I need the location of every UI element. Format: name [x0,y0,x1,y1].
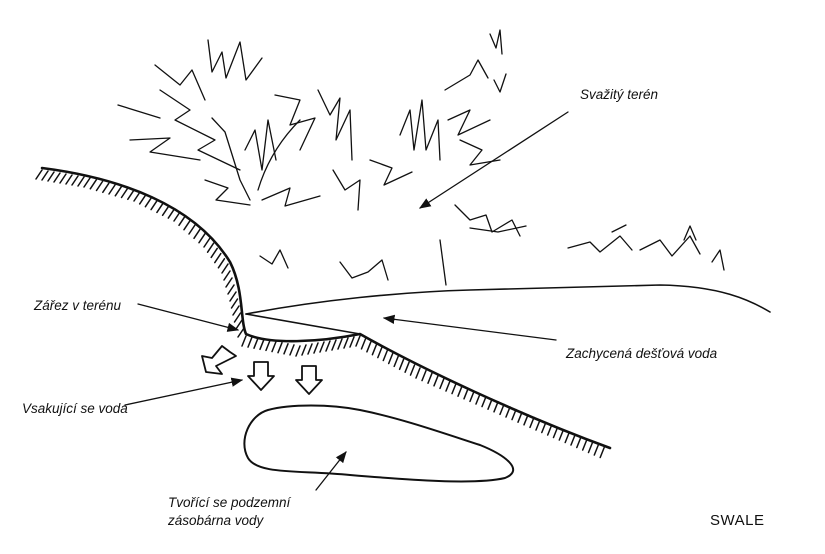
label-reservoir-line1: Tvořící se podzemní [168,495,291,510]
underground-reservoir [243,404,514,483]
infiltration-arrows [201,345,323,395]
leader-arrows [124,111,569,491]
label-captured-rainwater: Zachycená dešťová voda [566,346,718,361]
label-sloped-terrain: Svažitý terén [580,87,659,102]
label-infiltrating-water: Vsakující se voda [22,401,128,416]
label-terrain-cut: Zářez v terénu [34,298,122,313]
ground-surface [35,166,771,459]
diagram-title: SWALE [710,512,765,529]
vegetation-sketch [117,29,725,286]
label-reservoir-line2: zásobárna vody [168,513,264,528]
